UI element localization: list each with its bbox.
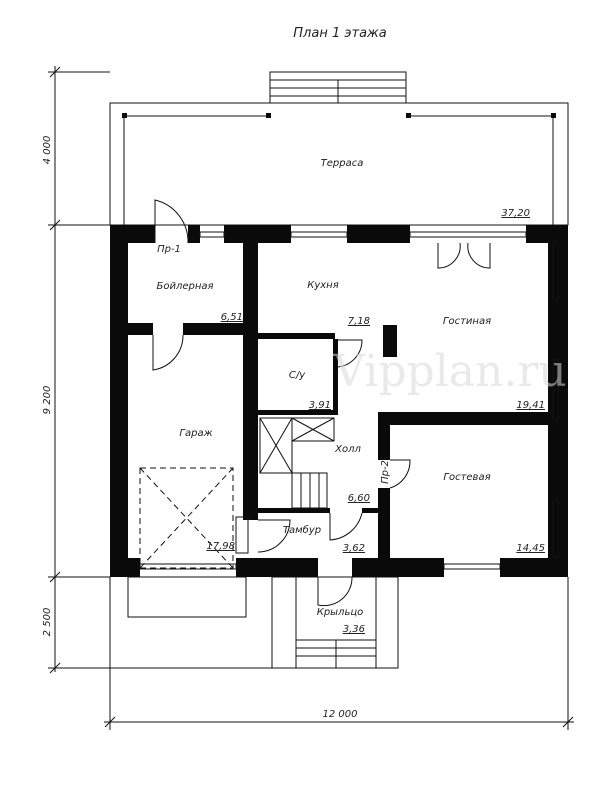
room-area-terrace: 37,20 [501, 208, 530, 219]
room-name-terrace: Терраса [321, 158, 364, 169]
dim-house: 9 200 [42, 386, 53, 415]
watermark: Vipplan.ru [332, 346, 566, 397]
room-area-guest: 14,45 [516, 543, 545, 554]
room-area-porch: 3,36 [343, 624, 365, 635]
room-name-wc: С/у [289, 370, 306, 381]
room-name-kitchen: Кухня [307, 280, 339, 291]
plan-title: План 1 этажа [293, 26, 386, 41]
room-area-garage: 17,98 [206, 541, 235, 552]
room-area-living: 19,41 [516, 400, 545, 411]
dim-porch: 2 500 [42, 608, 53, 637]
stairs [235, 417, 335, 554]
dim-width: 12 000 [323, 709, 358, 720]
porch [127, 467, 399, 669]
room-area-hall: 6,60 [348, 493, 370, 504]
room-area-kitchen: 7,18 [348, 316, 370, 327]
windows [139, 231, 559, 570]
room-name-garage: Гараж [179, 428, 212, 439]
terrace [109, 71, 569, 226]
room-area-wc: 3,91 [309, 400, 331, 411]
doors [152, 199, 491, 607]
room-area-tambur: 3,62 [343, 543, 365, 554]
door-label-2: Пр-2 [380, 460, 391, 484]
dim-terrace: 4 000 [42, 136, 53, 165]
room-name-tambur: Тамбур [283, 524, 321, 536]
room-name-guest: Гостевая [443, 472, 490, 483]
room-name-living: Гостиная [443, 316, 491, 327]
dimension-lines [48, 66, 574, 730]
room-name-hall: Холл [334, 444, 361, 455]
room-name-porch: Крыльцо [317, 607, 364, 618]
door-label-1: Пр-1 [157, 244, 181, 255]
room-area-boiler: 6,51 [221, 312, 243, 323]
room-name-boiler: Бойлерная [156, 281, 213, 292]
walls [110, 225, 568, 577]
